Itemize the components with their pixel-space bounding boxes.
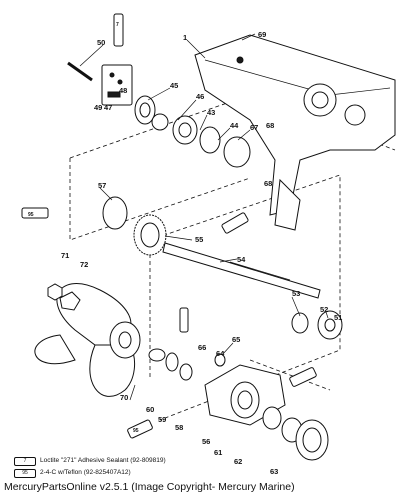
tube-icon: 95: [14, 468, 36, 478]
label-part-63: 63: [270, 467, 278, 475]
label-part-1: 1: [183, 33, 187, 42]
label-part-64: 64: [216, 349, 225, 358]
tube-95-forward: 95: [28, 212, 34, 218]
label-part-53: 53: [292, 289, 300, 298]
bearing-carrier: [127, 307, 329, 461]
label-part-61: 61: [214, 448, 222, 457]
propeller: [34, 283, 166, 397]
label-part-49: 49: [94, 103, 102, 112]
legend-row: 7 Loctite "271" Adhesive Sealant (92-809…: [14, 455, 166, 467]
label-part-65: 65: [232, 335, 240, 344]
legend-text: Loctite "271" Adhesive Sealant (92-80981…: [40, 457, 166, 464]
sealant-tube-markers: 95 7 95: [28, 22, 139, 434]
legend-row: 95 2-4-C w/Teflon (92-825407A12): [14, 467, 166, 479]
label-part-46: 46: [196, 92, 204, 101]
label-part-50: 50: [97, 38, 105, 47]
forward-gear: [21, 196, 249, 256]
shift-shaft: [67, 13, 133, 106]
gear-housing: [194, 34, 396, 231]
label-part-69: 69: [258, 30, 266, 39]
label-part-45: 45: [170, 81, 178, 90]
label-part-55: 55: [195, 235, 203, 244]
label-part-47: 47: [104, 103, 112, 112]
legend-text: 2-4-C w/Teflon (92-825407A12): [40, 469, 131, 476]
label-part-58: 58: [175, 423, 183, 432]
label-part-71: 71: [61, 251, 69, 260]
label-part-67: 67: [250, 123, 258, 132]
label-part-48: 48: [119, 86, 127, 95]
label-part-62: 62: [234, 457, 242, 466]
label-part-66: 66: [198, 343, 206, 352]
propeller-shaft: [162, 242, 343, 340]
label-part-60: 60: [146, 405, 154, 414]
pinion-gear-assembly: [134, 95, 251, 168]
copyright-footer: MercuryPartsOnline v2.5.1 (Image Copyrig…: [4, 481, 295, 493]
label-part-52: 52: [320, 305, 328, 314]
label-part-59: 59: [158, 415, 166, 424]
label-part-54: 54: [237, 255, 246, 264]
label-part-57: 57: [98, 181, 106, 190]
label-part-44: 44: [230, 121, 239, 130]
label-part-56: 56: [202, 437, 210, 446]
tube-95-carrier: 95: [133, 428, 139, 434]
label-part-43: 43: [207, 108, 215, 117]
label-part-51: 51: [334, 313, 342, 322]
part-labels: 1 69 50 48 49 47 45 46 43 44 67 68 68 57…: [61, 30, 342, 475]
label-part-70: 70: [120, 393, 128, 402]
leader-lines: [79, 33, 329, 401]
label-part-68-lower: 68: [264, 179, 272, 188]
label-part-72: 72: [80, 260, 88, 269]
tube-icon: 7: [14, 456, 36, 466]
label-part-68-upper: 68: [266, 121, 274, 130]
tube-7-shift: 7: [116, 22, 119, 28]
lubricant-legend: 7 Loctite "271" Adhesive Sealant (92-809…: [14, 455, 166, 479]
exploded-parts-diagram: 1 69 50 48 49 47 45 46 43 44 67 68 68 57…: [21, 13, 396, 475]
